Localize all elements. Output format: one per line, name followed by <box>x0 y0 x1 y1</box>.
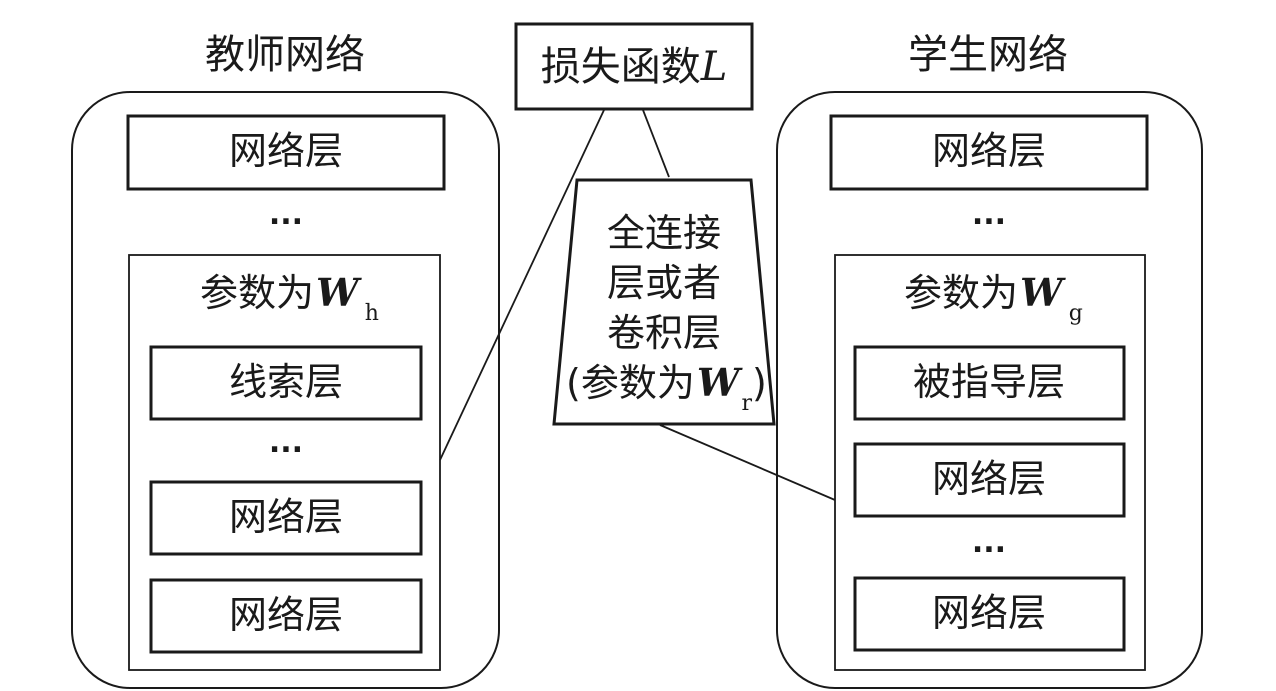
student-layer-a-box <box>853 442 1126 518</box>
student-ellipsis-inner: ... <box>972 525 1006 560</box>
teacher-title: 教师网络 <box>205 32 365 78</box>
student-guided-layer-box <box>853 345 1126 421</box>
teacher-top-layer-box <box>126 114 446 191</box>
student-layer-b-label: 网络层 <box>932 591 1046 635</box>
connector-regressor-to-loss <box>642 109 670 178</box>
connector-hint-to-loss <box>439 109 605 461</box>
regressor-line3: 卷积层 <box>607 311 721 355</box>
teacher-layer-b-label: 网络层 <box>229 593 343 637</box>
teacher-hint-layer-box <box>149 345 423 421</box>
student-top-layer-label: 网络层 <box>932 129 1046 173</box>
regressor-line1: 全连接 <box>607 211 721 255</box>
student-layer-a-label: 网络层 <box>932 457 1046 501</box>
student-layer-b-box <box>853 576 1126 652</box>
student-container <box>776 91 1203 689</box>
teacher-layer-a-label: 网络层 <box>229 495 343 539</box>
regressor-trapezoid <box>552 178 776 426</box>
student-top-layer-box <box>829 114 1149 191</box>
loss-function: 损失函数L <box>514 22 754 111</box>
teacher-layer-a-box <box>149 480 423 556</box>
regressor-line2: 层或者 <box>607 261 721 305</box>
teacher-layer-b-box <box>149 578 423 654</box>
connector-guided-to-regressor <box>659 424 836 501</box>
student-ellipsis-top: ... <box>972 197 1006 232</box>
loss-label: 损失函数L <box>541 44 728 90</box>
teacher-ellipsis-top: ... <box>269 197 303 232</box>
student-title: 学生网络 <box>908 32 1068 78</box>
student-guided-layer-label: 被指导层 <box>913 360 1065 404</box>
regressor: 全连接 层或者 卷积层 (参数为Wr) <box>552 178 776 426</box>
teacher-hint-layer-label: 线索层 <box>229 360 343 404</box>
teacher-param-box <box>128 254 441 671</box>
regressor-line4: (参数为Wr) <box>566 360 767 416</box>
teacher-top-layer-label: 网络层 <box>229 129 343 173</box>
teacher-container <box>71 91 500 689</box>
teacher-ellipsis-inner: ... <box>269 425 303 460</box>
loss-box <box>514 22 754 111</box>
student-param-box <box>834 254 1146 671</box>
